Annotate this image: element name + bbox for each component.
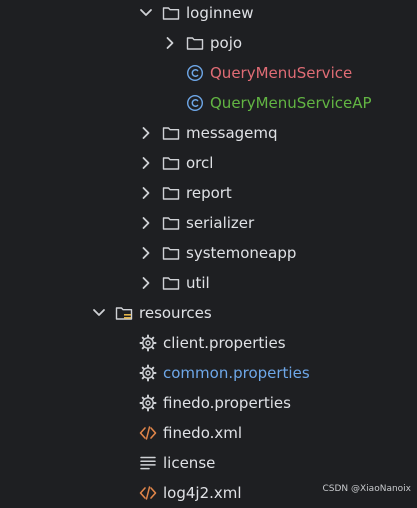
tree-item-common-properties[interactable]: common.properties: [0, 358, 417, 388]
tree-item-querymenuserviceap[interactable]: QueryMenuServiceAP: [0, 88, 417, 118]
resources-folder-icon: [115, 304, 133, 322]
tree-item-label: report: [186, 184, 232, 202]
chevron-down-icon[interactable]: [91, 305, 107, 321]
folder-icon: [162, 154, 180, 172]
tree-item-loginnew[interactable]: loginnew: [0, 0, 417, 28]
tree-item-label: QueryMenuServiceAP: [210, 94, 372, 112]
tree-item-orcl[interactable]: orcl: [0, 148, 417, 178]
tree-item-label: resources: [139, 304, 212, 322]
xml-icon: [139, 484, 157, 502]
tree-item-messagemq[interactable]: messagemq: [0, 118, 417, 148]
tree-item-label: finedo.xml: [163, 424, 243, 442]
tree-item-label: log4j2.xml: [163, 484, 242, 502]
chevron-right-icon[interactable]: [138, 155, 154, 171]
gear-icon: [139, 394, 157, 412]
tree-item-util[interactable]: util: [0, 268, 417, 298]
folder-icon: [162, 244, 180, 262]
chevron-down-icon[interactable]: [138, 5, 154, 21]
tree-item-pojo[interactable]: pojo: [0, 28, 417, 58]
folder-icon: [162, 4, 180, 22]
folder-icon: [162, 124, 180, 142]
tree-item-label: orcl: [186, 154, 214, 172]
tree-item-label: loginnew: [186, 4, 254, 22]
tree-item-finedo-xml[interactable]: finedo.xml: [0, 418, 417, 448]
class-icon: [186, 94, 204, 112]
chevron-right-icon[interactable]: [138, 275, 154, 291]
tree-item-label: client.properties: [163, 334, 286, 352]
chevron-right-icon[interactable]: [138, 245, 154, 261]
tree-item-querymenuservice[interactable]: QueryMenuService: [0, 58, 417, 88]
tree-item-label: pojo: [210, 34, 243, 52]
tree-item-serializer[interactable]: serializer: [0, 208, 417, 238]
tree-item-report[interactable]: report: [0, 178, 417, 208]
folder-icon: [186, 34, 204, 52]
class-icon: [186, 64, 204, 82]
tree-item-finedo-properties[interactable]: finedo.properties: [0, 388, 417, 418]
gear-icon: [139, 334, 157, 352]
chevron-right-icon[interactable]: [162, 35, 178, 51]
tree-item-resources[interactable]: resources: [0, 298, 417, 328]
gear-icon: [139, 364, 157, 382]
chevron-right-icon[interactable]: [138, 215, 154, 231]
tree-item-systemoneapp[interactable]: systemoneapp: [0, 238, 417, 268]
tree-item-label: common.properties: [163, 364, 310, 382]
tree-item-label: license: [163, 454, 216, 472]
tree-item-client-properties[interactable]: client.properties: [0, 328, 417, 358]
tree-item-label: util: [186, 274, 210, 292]
chevron-right-icon[interactable]: [138, 125, 154, 141]
tree-item-log4j2-xml[interactable]: log4j2.xml: [0, 478, 417, 508]
text-file-icon: [139, 454, 157, 472]
folder-icon: [162, 274, 180, 292]
chevron-right-icon[interactable]: [138, 185, 154, 201]
watermark-text: CSDN @XiaoNanoix: [322, 484, 412, 494]
tree-item-label: finedo.properties: [163, 394, 291, 412]
tree-item-label: messagemq: [186, 124, 278, 142]
folder-icon: [162, 214, 180, 232]
tree-item-label: systemoneapp: [186, 244, 297, 262]
tree-item-label: serializer: [186, 214, 255, 232]
tree-item-license[interactable]: license: [0, 448, 417, 478]
xml-icon: [139, 424, 157, 442]
folder-icon: [162, 184, 180, 202]
tree-item-label: QueryMenuService: [210, 64, 353, 82]
